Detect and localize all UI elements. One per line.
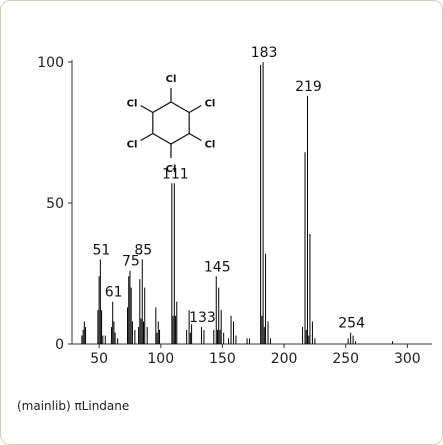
cyclohexane-ring bbox=[152, 101, 190, 145]
peak-label: 133 bbox=[189, 310, 216, 326]
chlorine-label: Cl bbox=[127, 99, 138, 110]
x-tick-label: 200 bbox=[271, 351, 298, 367]
peak-labels: 183 219 111 85 51 75 61 145 133 254 bbox=[92, 45, 365, 332]
chlorine-label: Cl bbox=[205, 140, 216, 151]
peak-label: 75 bbox=[122, 254, 140, 270]
substituent-bond bbox=[188, 104, 202, 114]
spectrum-caption: (mainlib) πLindane bbox=[17, 399, 130, 413]
peak-label: 254 bbox=[338, 316, 365, 332]
x-tick-label: 300 bbox=[394, 351, 421, 367]
x-tick-label: 150 bbox=[209, 351, 236, 367]
x-tick-label: 100 bbox=[147, 351, 174, 367]
y-tick-label: 0 bbox=[55, 337, 64, 353]
chlorine-label: Cl bbox=[166, 74, 177, 85]
peak-label: 51 bbox=[92, 242, 110, 258]
tick-labels: 50 100 150 200 250 300 0 50 100 bbox=[37, 55, 420, 367]
x-tick-label: 250 bbox=[332, 351, 359, 367]
x-tick-label: 50 bbox=[90, 351, 108, 367]
peak-label: 219 bbox=[295, 79, 322, 95]
substituent-bond bbox=[140, 104, 154, 114]
peak-label: 183 bbox=[251, 45, 278, 61]
y-tick-label: 50 bbox=[46, 196, 64, 212]
axes bbox=[68, 60, 432, 348]
substituent-bond bbox=[188, 132, 202, 142]
spectrum-peaks bbox=[81, 62, 394, 344]
peak-label: 85 bbox=[134, 242, 152, 258]
chlorine-label: Cl bbox=[205, 99, 216, 110]
substituent-bond bbox=[140, 132, 154, 142]
peak-label: 111 bbox=[162, 166, 189, 182]
peak-label: 61 bbox=[105, 285, 123, 301]
peak-label: 145 bbox=[204, 259, 231, 275]
chlorine-label: Cl bbox=[166, 164, 177, 175]
y-tick-label: 100 bbox=[37, 55, 64, 71]
chlorine-label: Cl bbox=[127, 140, 138, 151]
